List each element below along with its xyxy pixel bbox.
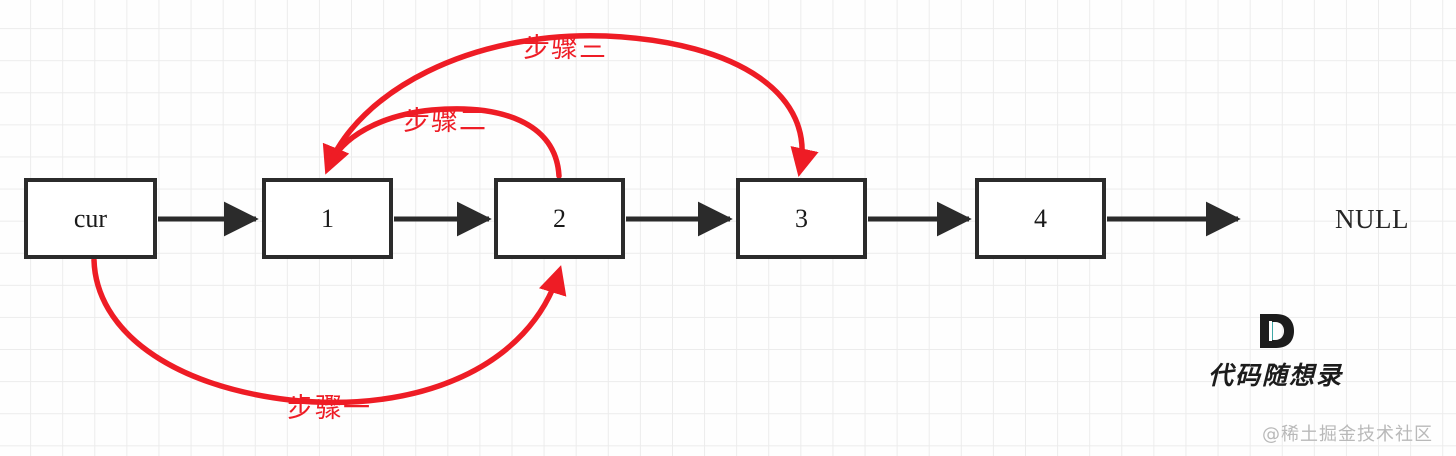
node-cur-label: cur xyxy=(73,203,108,233)
brand-d-icon xyxy=(1260,314,1294,348)
step-two-arrow xyxy=(322,106,562,179)
node-cur[interactable]: cur xyxy=(24,178,157,259)
node-1[interactable]: 1 xyxy=(262,178,393,259)
step-arrows xyxy=(91,33,819,406)
node-2[interactable]: 2 xyxy=(494,178,625,259)
site-watermark: @稀土掘金技术社区 xyxy=(1262,424,1433,445)
node-2-label: 2 xyxy=(553,203,566,233)
step-three-arrow xyxy=(325,33,819,177)
node-1-label: 1 xyxy=(321,203,334,233)
step-two-label: 步骤二 xyxy=(403,106,487,137)
step-one-label: 步骤一 xyxy=(287,393,371,424)
brand-logo: 代码随想录 xyxy=(1208,308,1388,398)
node-3-label: 3 xyxy=(795,203,808,233)
brand-name: 代码随想录 xyxy=(1208,361,1344,390)
node-4-label: 4 xyxy=(1034,203,1047,233)
null-terminator-label: NULL xyxy=(1335,204,1409,234)
step-three-label: 步骤三 xyxy=(523,33,607,64)
node-4[interactable]: 4 xyxy=(975,178,1106,259)
step-one-arrow xyxy=(91,257,567,406)
node-3[interactable]: 3 xyxy=(736,178,867,259)
